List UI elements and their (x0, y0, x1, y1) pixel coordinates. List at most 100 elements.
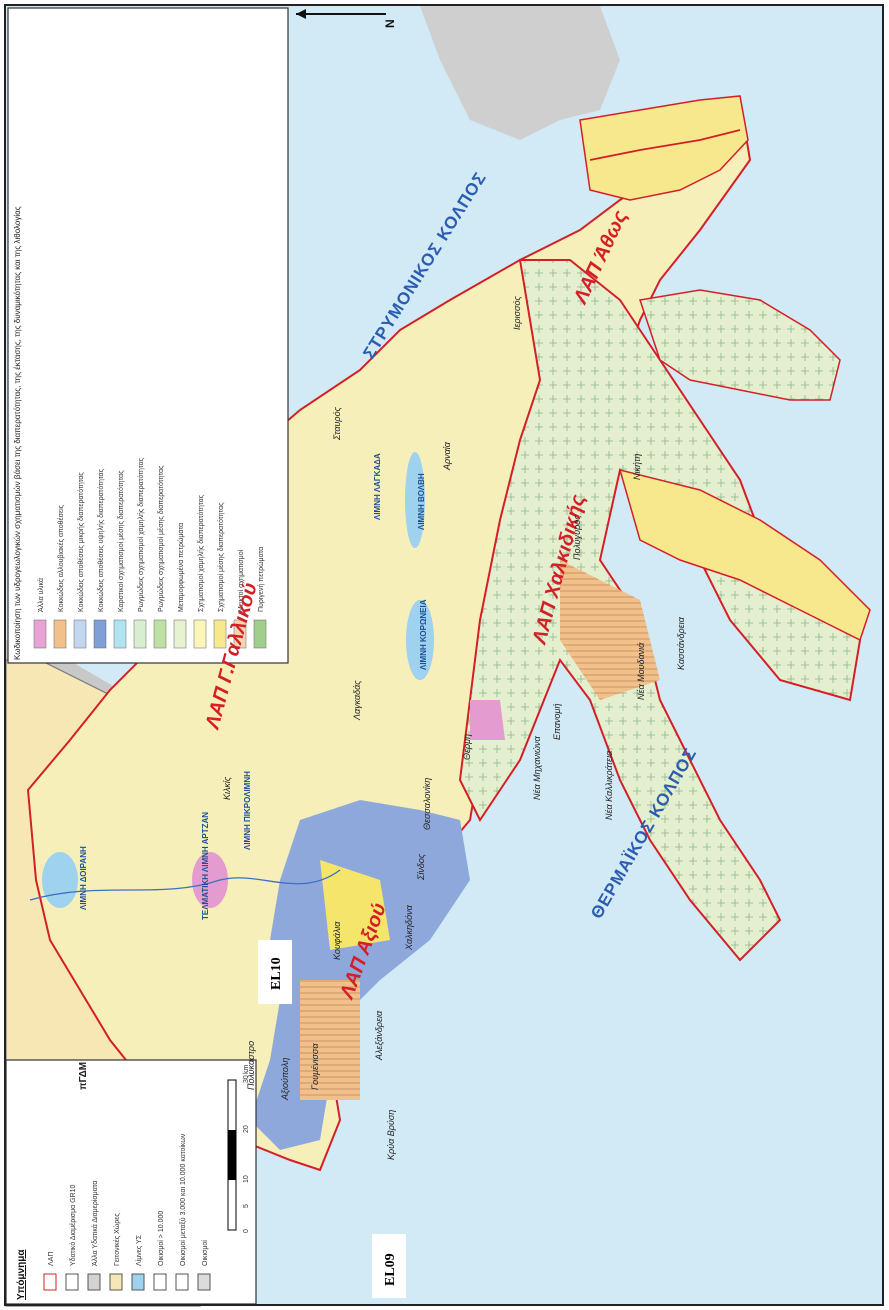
place-goumenissa: Γουμένισσα (310, 1043, 320, 1090)
place-koufalia: Κουφάλια (332, 921, 342, 960)
legend-bottom-swatch (197, 1273, 211, 1291)
legend-top-label: Κοκκώδεις αλλουβιακές αποθέσεις (57, 504, 65, 612)
legend-bottom-box (5, 1059, 257, 1305)
place-thermi: Θέρμη (462, 734, 472, 760)
place-stavros: Σταυρός (332, 406, 342, 441)
place-thessaloniki: Θεσσαλονίκη (422, 778, 432, 830)
legend-top-label: Σχηματισμοί χαμηλής διαπερατότητας (197, 494, 205, 612)
legend-top-swatch (53, 619, 67, 649)
legend-bottom-label: Οικισμοί > 10.000 (157, 1211, 165, 1266)
scale-tick-label: 0 (243, 1229, 250, 1233)
legend-top-label: Ρωγμώδεις σχηματισμοί μέσης διαπερατότητ… (157, 465, 165, 612)
legend-bottom-label: Οικισμοί (201, 1240, 209, 1266)
scale-unit-label: km (243, 1065, 250, 1075)
legend-top-items: Άλλα υλικά Κοκκώδεις αλλουβιακές αποθέσει… (33, 457, 267, 649)
label-lake-doirani: ΛΙΜΝΗ ΔΟΙΡΑΝΗ (79, 846, 88, 910)
place-nikiti: Νικήτη (632, 454, 642, 480)
legend-bottom-swatch (109, 1273, 123, 1291)
scale-tick-label: 30 (243, 1075, 250, 1083)
legend-top-swatch (233, 619, 247, 649)
place-lagadas: Λαγκαδάς (352, 680, 362, 721)
legend-top-label: Μεταμορφωμένα πετρώματα (177, 523, 185, 612)
label-lake-artzan: ΤΕΛΜΑΤΙΚΗ ΛΙΜΝΗ ΑΡΤΖΑΝ (201, 812, 210, 920)
legend-bottom-swatch (43, 1273, 57, 1291)
legend-top-title: Κωδικοποίηση των υδρογεωλογικών σχηματισ… (13, 206, 22, 660)
legend-top-swatch (113, 619, 127, 649)
legend-top-box (7, 7, 289, 664)
label-lake-volvi: ΛΙΜΝΗ ΒΟΛΒΗ (417, 473, 426, 530)
legend-top-swatch (133, 619, 147, 649)
legend-top-swatch (93, 619, 107, 649)
place-kilkis: Κιλκίς (222, 776, 232, 800)
label-lake-lagkada: ΛΙΜΝΗ ΛΑΓΚΑΔΑ (373, 453, 382, 520)
kassandra-peninsula (618, 468, 871, 642)
lake-artzan-shape (192, 852, 228, 908)
legend-top-label: Πυριγενή πετρώματα (257, 547, 265, 612)
sithonia-peninsula (639, 289, 841, 401)
scale-tick-label: 5 (243, 1204, 250, 1208)
legend-bottom-label: Άλλα Υδατικά Διαμερίσματα (91, 1181, 99, 1266)
legend-bottom-swatch (175, 1273, 189, 1291)
legend-top-swatch (193, 619, 207, 649)
plain-stripes (300, 980, 360, 1100)
label-lake-pikrolimni: ΛΙΜΝΗ ΠΙΚΡΟΛΙΜΝΗ (243, 771, 252, 850)
label-pgdm: πΓΔΜ (78, 1062, 89, 1090)
patch-yellow (320, 860, 390, 950)
axios-river (29, 869, 341, 901)
place-sindos: Σίνδος (416, 853, 426, 881)
legend-top-swatch (33, 619, 47, 649)
scale-bar-segment (228, 1130, 236, 1180)
legend-top-swatch (153, 619, 167, 649)
athos-boundary (589, 129, 741, 161)
place-axioupoli: Αξιούπολη (280, 1058, 290, 1101)
label-el10: EL10 (269, 957, 284, 990)
place-kryavrysi: Κρύα Βρύση (386, 1110, 396, 1160)
el09-box (372, 1234, 406, 1298)
north-label: N (383, 19, 397, 28)
legend-top-label: Σχηματισμοί μέσης διαπερατότητας (217, 502, 225, 612)
legend-top-label: Ρωγμώδεις σχηματισμοί χαμηλής διαπερατότ… (137, 457, 145, 612)
scale-tick-label: 20 (243, 1125, 250, 1133)
scale-tick-label: 10 (243, 1175, 250, 1183)
label-el09: EL09 (383, 1253, 398, 1286)
lake-volvi-shape (405, 452, 425, 548)
legend-bottom-label: Γειτονικές Χώρες (113, 1213, 121, 1266)
neighbour-land-top (300, 6, 620, 140)
legend-top-label: Άλλα υλικά (37, 578, 45, 612)
place-polykastro: Πολύκαστρο (246, 1041, 256, 1090)
place-arnaia: Αρναία (442, 441, 452, 471)
legend-top-label: Καρστικοί σχηματισμοί μέσης διαπερατότητ… (117, 470, 125, 612)
label-lake-koroneia: ΛΙΜΝΗ ΚΟΡΩΝΕΙΑ (419, 599, 428, 670)
legend-bottom-label: ΛΑΠ (48, 1252, 55, 1266)
legend-top-label: Κοκκώδεις αποθέσεις μικρής διαπερατότητα… (77, 472, 85, 612)
north-arrow: N (296, 9, 397, 28)
legend-bottom-label: Λίμνες ΥΣ (135, 1234, 143, 1266)
legend-bottom-swatch (87, 1273, 101, 1291)
place-neakallikrateia: Νέα Καλλικράτεια (604, 750, 614, 820)
legend-bottom-label: Οικισμοί μεταξύ 3.000 και 10.000 κατοίκω… (179, 1133, 187, 1266)
patch-pink (470, 700, 505, 740)
legend-top-swatch (173, 619, 187, 649)
legend-top-label: Κοκκώδεις αποθέσεις υψηλής διαπερατότητα… (97, 468, 105, 612)
legend-top-swatch (213, 619, 227, 649)
place-neamoudania: Νέα Μουδανιά (636, 642, 646, 700)
place-ierissos: Ιερισσός (512, 296, 522, 330)
legend-bottom-swatch (153, 1273, 167, 1291)
legend-bottom-swatch (131, 1273, 145, 1291)
place-alexandreia: Αλεξάνδρεια (374, 1010, 384, 1061)
lake-koroneia-shape (406, 600, 434, 680)
el10-box (258, 940, 292, 1004)
place-chalkidona: Χαλκηδόνα (404, 904, 414, 951)
place-neamichaniona: Νέα Μηχανιώνα (532, 736, 542, 800)
legend-bottom-swatch (65, 1273, 79, 1291)
legend-top-label: Μεικτοί σχηματισμοί (237, 549, 245, 612)
legend-top-swatch (73, 619, 87, 649)
patch-orange (560, 560, 660, 700)
lake-doirani-shape (42, 852, 78, 908)
place-epanomi: Επανομή (552, 704, 562, 740)
place-polygyros: Πολύγυρος (572, 515, 582, 560)
legend-bottom-title: Υπόμνημα (16, 1249, 27, 1300)
